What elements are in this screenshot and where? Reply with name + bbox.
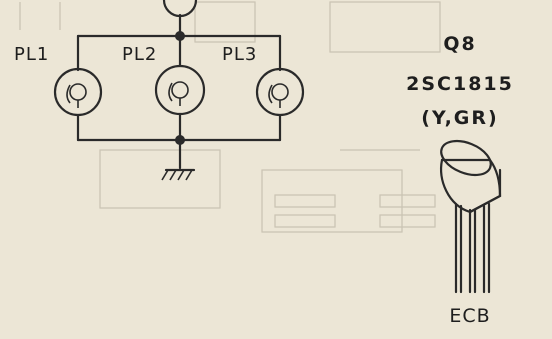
top-junction-dot xyxy=(175,31,185,41)
top-component xyxy=(162,0,198,38)
bleed-through-artifacts xyxy=(19,1,441,233)
transistor-part-number: 2SC1815 xyxy=(406,73,514,95)
lamp-pl2 xyxy=(154,64,206,116)
lamp-pl1 xyxy=(53,67,103,117)
ground-symbol xyxy=(161,138,196,181)
lamp-label-pl3: PL3 xyxy=(222,44,257,65)
transistor-package xyxy=(440,139,502,294)
top-bus xyxy=(76,31,282,72)
lamp-pl3 xyxy=(255,67,305,117)
lamp-label-pl1: PL1 xyxy=(14,44,49,65)
pinout-label: ECB xyxy=(449,305,490,327)
transistor-grade: (Y,GR) xyxy=(421,107,498,129)
transistor-ref: Q8 xyxy=(443,33,476,55)
lamp-label-pl2: PL2 xyxy=(122,44,157,65)
